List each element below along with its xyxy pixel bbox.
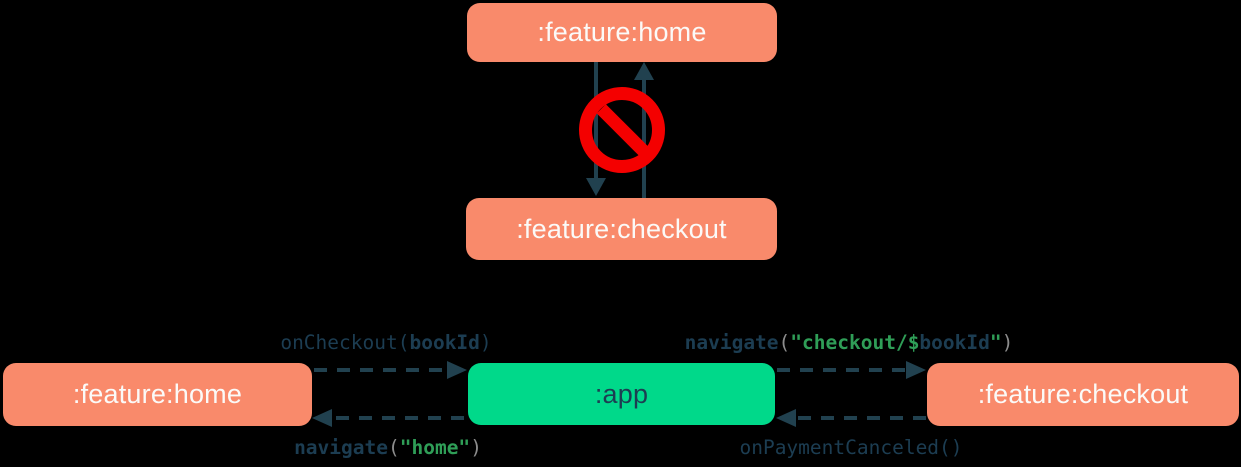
edge-checkout-to-app-arrowhead: [776, 409, 796, 427]
edge-app-to-home-line: [336, 416, 468, 420]
edge-label-onpaymentcanceled: onPaymentCanceled(): [739, 436, 963, 459]
edge-label-navigate-home: navigate("home"): [294, 436, 482, 459]
edge-app-to-checkout-line: [777, 368, 907, 372]
edge-home-to-app-arrowhead: [447, 361, 467, 379]
edge-home-to-app-line: [314, 368, 446, 372]
top-feature-home-node: :feature:home: [467, 3, 777, 62]
no-entry-slash: [596, 104, 648, 156]
top-down-arrowhead: [586, 178, 606, 196]
top-feature-checkout-node: :feature:checkout: [466, 198, 777, 260]
bottom-feature-checkout-node: :feature:checkout: [927, 363, 1239, 426]
top-up-arrowhead: [634, 62, 654, 80]
no-entry-icon: [579, 87, 665, 173]
bottom-feature-home-node: :feature:home: [3, 363, 312, 426]
edge-label-navigate-checkout: navigate("checkout/$bookId"): [684, 331, 1014, 354]
edge-app-to-checkout-arrowhead: [906, 361, 926, 379]
bottom-feature-home-label: :feature:home: [72, 379, 243, 409]
edge-app-to-home-arrowhead: [312, 409, 332, 427]
top-feature-home-label: :feature:home: [537, 17, 707, 47]
app-label: :app: [594, 378, 649, 409]
app-node: :app: [468, 363, 775, 425]
edge-checkout-to-app-line: [798, 416, 928, 420]
bottom-feature-checkout-label: :feature:checkout: [977, 379, 1189, 409]
edge-label-oncheckout: onCheckout(bookId): [280, 331, 492, 354]
top-feature-checkout-label: :feature:checkout: [516, 213, 727, 244]
